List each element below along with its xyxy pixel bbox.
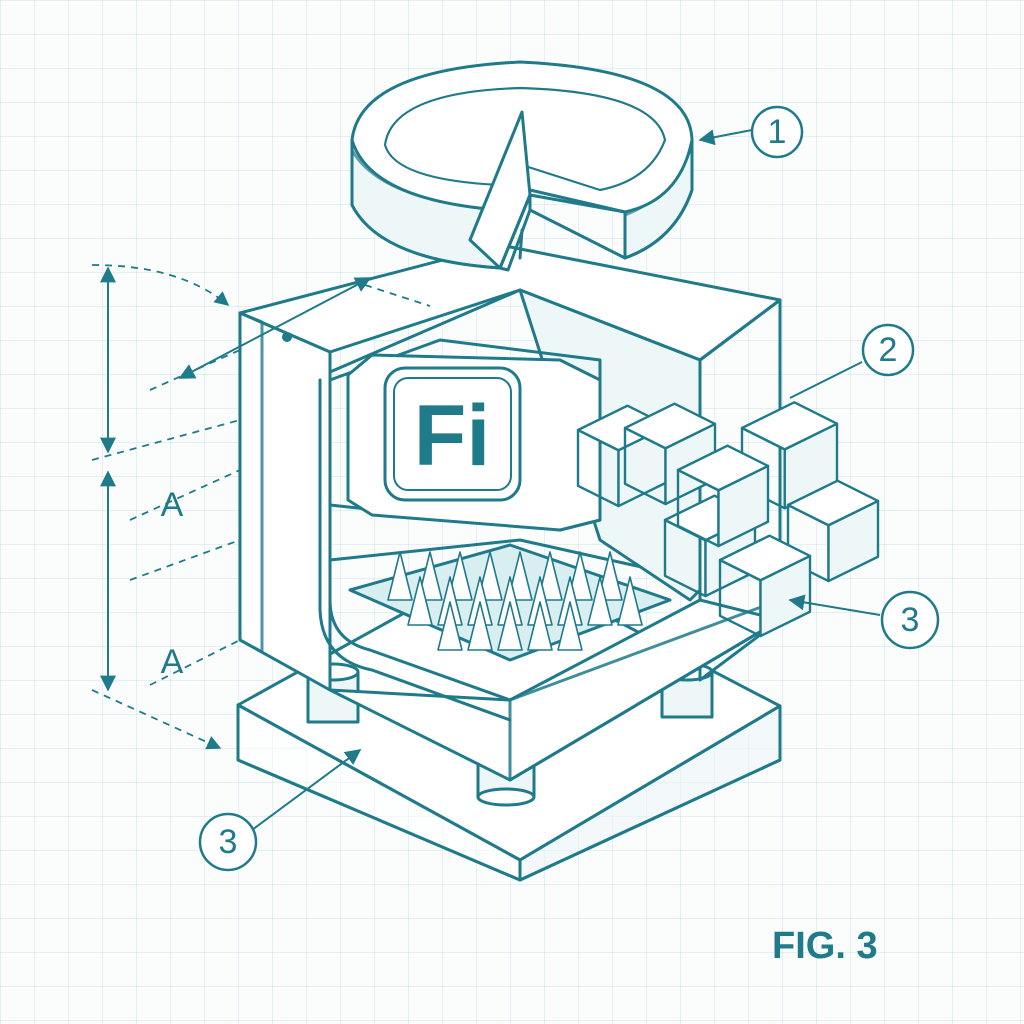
spike [617,576,643,626]
dimension-lines: A A [91,264,431,750]
callout-number: 3 [901,601,920,639]
callout-number: 2 [879,331,898,369]
spike-array [387,551,643,651]
spike [527,601,553,651]
spike [537,551,563,601]
cube [676,444,770,548]
spike [437,601,463,651]
spike [587,576,613,626]
callout-3-left: 3 [198,812,258,872]
callout-number: 1 [768,113,787,151]
spike [407,576,433,626]
callout-3-right: 3 [880,590,940,650]
spike [467,601,493,651]
dimension-label-a: A [161,643,184,681]
spike [597,551,623,601]
callout-leaders [251,129,881,831]
spike [387,551,413,601]
cube [718,534,812,638]
logo-text: Fi [414,388,490,484]
spike [567,551,593,601]
spike [507,551,533,601]
cube [786,479,880,583]
dimension-label-a: A [161,486,184,524]
top-disc [350,60,694,272]
callout-2: 2 [861,323,915,377]
figure-label: FIG. 3 [772,925,878,967]
spike [447,551,473,601]
callout-number: 3 [219,823,238,861]
spike [557,601,583,651]
logo-block: Fi [328,338,602,532]
cube-cluster [576,401,880,638]
callout-1: 1 [750,105,804,159]
spike [477,551,503,601]
spike [417,551,443,601]
spike [497,601,523,651]
